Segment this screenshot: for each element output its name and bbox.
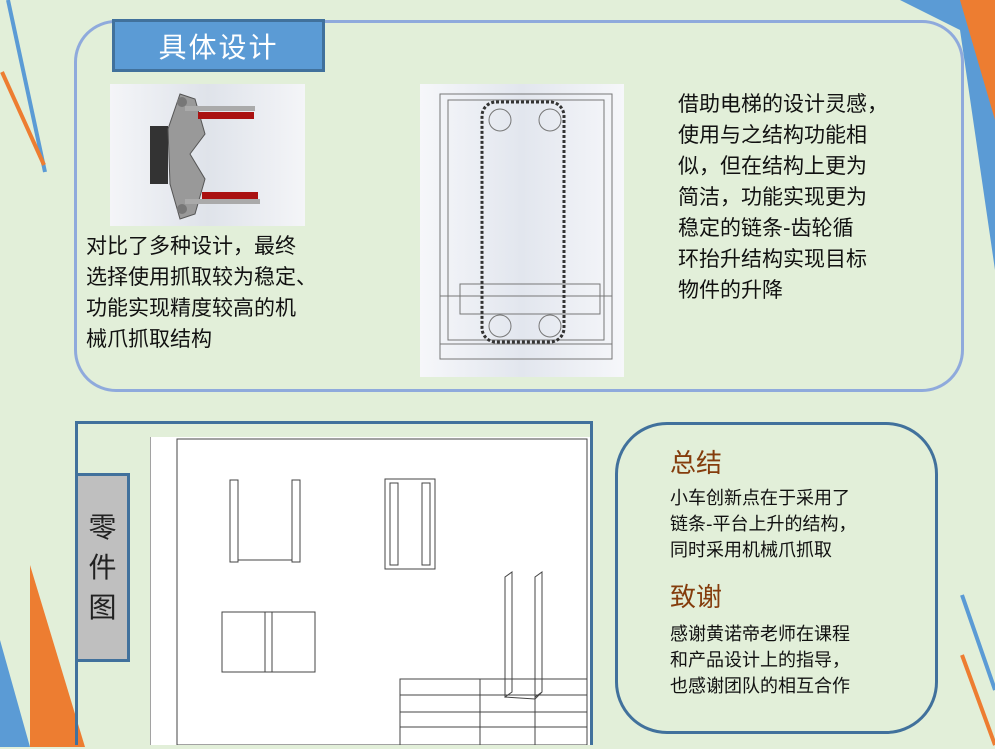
text-line: 也感谢团队的相互合作 (670, 676, 850, 697)
text-line: 借助电梯的设计灵感， (678, 92, 888, 116)
text-line: 对比了多种设计，最终 (86, 234, 296, 258)
design-left-text: 对比了多种设计，最终 选择使用抓取较为稳定、 功能实现精度较高的机 械爪抓取结构 (86, 231, 317, 355)
thanks-heading: 致谢 (670, 583, 723, 613)
parts-drawing-image (149, 437, 590, 746)
text-line: 小车创新点在于采用了 (670, 488, 850, 509)
text-line: 简洁，功能实现更为 (678, 185, 867, 209)
summary-heading: 总结 (670, 449, 723, 479)
text-line: 功能实现精度较高的机 (86, 296, 296, 320)
claw-image (110, 84, 305, 226)
text-line: 稳定的链条-齿轮循 (678, 216, 854, 240)
design-title: 具体设计 (112, 19, 325, 72)
text-line: 和产品设计上的指导， (670, 650, 850, 671)
text-line: 使用与之结构功能相 (678, 123, 867, 147)
summary-panel (615, 422, 938, 734)
label-char: 件 (88, 550, 117, 584)
text-line: 感谢黄诺帝老师在课程 (670, 624, 850, 645)
thanks-text: 感谢黄诺帝老师在课程 和产品设计上的指导， 也感谢团队的相互合作 (670, 622, 850, 700)
chain-lift-image (420, 84, 624, 377)
text-line: 械爪抓取结构 (86, 327, 212, 351)
design-right-text: 借助电梯的设计灵感， 使用与之结构功能相 似，但在结构上更为 简洁，功能实现更为… (678, 89, 888, 306)
text-line: 环抬升结构实现目标 (678, 247, 867, 271)
label-char: 图 (88, 590, 117, 624)
text-line: 选择使用抓取较为稳定、 (86, 265, 317, 289)
label-char: 零 (88, 510, 117, 544)
text-line: 物件的升降 (678, 278, 783, 302)
summary-text: 小车创新点在于采用了 链条-平台上升的结构， 同时采用机械爪抓取 (670, 486, 857, 564)
design-panel (74, 20, 964, 392)
parts-label: 零 件 图 (75, 473, 130, 662)
text-line: 同时采用机械爪抓取 (670, 540, 832, 561)
text-line: 似，但在结构上更为 (678, 154, 867, 178)
text-line: 链条-平台上升的结构， (670, 514, 857, 535)
